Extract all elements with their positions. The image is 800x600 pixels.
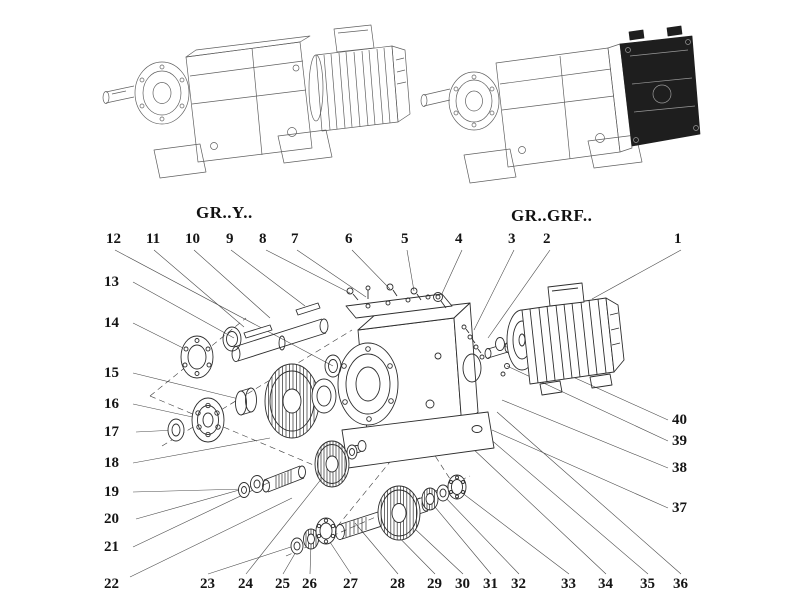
housing-cover-plate — [345, 293, 453, 319]
callout-20: 20 — [104, 511, 119, 527]
callout-34: 34 — [598, 576, 613, 592]
gear-large — [264, 363, 337, 439]
gearmotor-gr-grf-drawing — [420, 25, 701, 184]
callout-28: 28 — [390, 576, 405, 592]
gearmotor-gr-y-drawing — [102, 24, 411, 179]
callout-38: 38 — [672, 460, 687, 476]
callout-2: 2 — [543, 231, 551, 247]
callout-15: 15 — [104, 365, 119, 381]
input-shaft-and-keys — [222, 302, 329, 362]
callout-18: 18 — [104, 455, 119, 471]
callout-6: 6 — [345, 231, 353, 247]
callout-19: 19 — [104, 484, 119, 500]
callout-8: 8 — [259, 231, 267, 247]
callout-25: 25 — [275, 576, 290, 592]
pinion-shaft-assembly — [238, 465, 306, 498]
callout-37: 37 — [672, 500, 687, 516]
callout-30: 30 — [455, 576, 470, 592]
leader-lines — [114, 249, 682, 578]
callout-7: 7 — [291, 231, 299, 247]
callout-23: 23 — [200, 576, 215, 592]
fasteners-top — [346, 283, 447, 309]
callout-10: 10 — [185, 231, 200, 247]
exploded-view — [114, 249, 682, 578]
callout-14: 14 — [104, 315, 119, 331]
callout-35: 35 — [640, 576, 655, 592]
callout-4: 4 — [455, 231, 463, 247]
callout-11: 11 — [146, 231, 161, 247]
callout-16: 16 — [104, 396, 119, 412]
callout-17: 17 — [104, 424, 119, 440]
callout-5: 5 — [401, 231, 409, 247]
dark-input-cover — [619, 25, 701, 147]
callout-26: 26 — [302, 576, 317, 592]
output-shaft-assembly — [290, 474, 467, 555]
bearings-and-seals-left — [167, 335, 257, 443]
callout-27: 27 — [343, 576, 358, 592]
callout-39: 39 — [672, 433, 687, 449]
callout-33: 33 — [561, 576, 576, 592]
model-label-gr-y: GR..Y.. — [196, 203, 253, 222]
callout-3: 3 — [508, 231, 516, 247]
callout-12: 12 — [106, 231, 121, 247]
callout-21: 21 — [104, 539, 119, 555]
motor-fins — [529, 298, 607, 384]
callout-40: 40 — [672, 412, 687, 428]
gear-medium — [314, 440, 367, 488]
callout-31: 31 — [483, 576, 498, 592]
callout-36: 36 — [673, 576, 688, 592]
callout-22: 22 — [104, 576, 119, 592]
callout-32: 32 — [511, 576, 526, 592]
callout-1: 1 — [674, 231, 682, 247]
callout-13: 13 — [104, 274, 119, 290]
gearbox-housing — [324, 302, 495, 469]
callout-29: 29 — [427, 576, 442, 592]
motor — [506, 282, 625, 396]
motor-fins — [323, 47, 391, 131]
callout-9: 9 — [226, 231, 234, 247]
callout-24: 24 — [238, 576, 253, 592]
model-label-gr-grf: GR..GRF.. — [511, 206, 593, 225]
